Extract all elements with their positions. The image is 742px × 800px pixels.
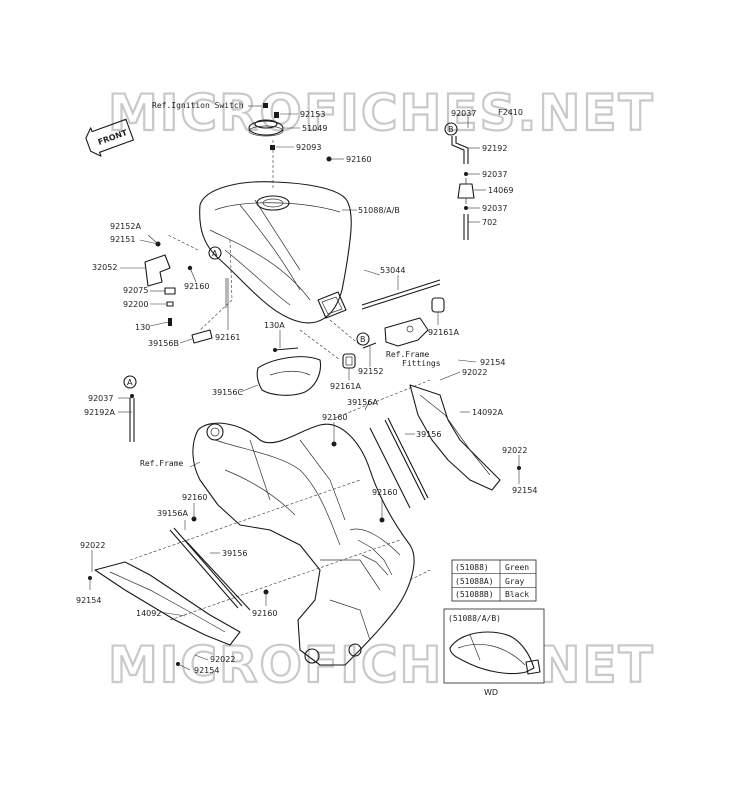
label-92154-left: 92154 bbox=[76, 596, 101, 605]
label-92200: 92200 bbox=[123, 300, 148, 309]
label-92037-bottom: 92037 bbox=[482, 204, 507, 213]
fuel-cap bbox=[248, 103, 332, 162]
label-14069: 14069 bbox=[488, 186, 513, 195]
label-39156-right: 39156 bbox=[416, 430, 441, 439]
color-table-color-1: Gray bbox=[505, 577, 524, 586]
inset-tank-variant: (51088/A/B) WD bbox=[443, 608, 545, 697]
label-39156a-left: 39156A bbox=[157, 509, 188, 518]
label-92154-bottom: 92154 bbox=[194, 666, 219, 675]
color-table-color-2: Black bbox=[505, 590, 529, 599]
label-14092: 14092 bbox=[136, 609, 161, 618]
svg-text:A: A bbox=[127, 378, 133, 387]
label-ref-frame: Ref.Frame bbox=[140, 459, 184, 468]
label-ref-frame-fittings-1: Ref.Frame bbox=[386, 350, 430, 359]
label-92152a: 92152A bbox=[110, 222, 141, 231]
callout-a-left: A bbox=[123, 375, 137, 389]
label-92154-upper: 92154 bbox=[480, 358, 505, 367]
damper-92161a-left bbox=[342, 353, 356, 369]
fuel-tank bbox=[199, 181, 352, 324]
label-14092a: 14092A bbox=[472, 408, 503, 417]
inset-caption: WD bbox=[484, 688, 498, 697]
label-92037-left: 92037 bbox=[88, 394, 113, 403]
side-cover-14092 bbox=[88, 561, 241, 666]
svg-text:B: B bbox=[360, 335, 366, 344]
label-ref-ignition-switch: Ref.Ignition Switch bbox=[152, 101, 244, 110]
label-92160-frame-right: 92160 bbox=[372, 488, 397, 497]
label-92022-upper: 92022 bbox=[462, 368, 487, 377]
heat-shield-39156c bbox=[256, 356, 322, 396]
label-92161a-right: 92161A bbox=[428, 328, 459, 337]
label-92151: 92151 bbox=[110, 235, 135, 244]
label-92037-mid: 92037 bbox=[482, 170, 507, 179]
label-92160-frame-top: 92160 bbox=[322, 413, 347, 422]
label-92153: 92153 bbox=[300, 110, 325, 119]
callout-b-right: B bbox=[444, 122, 458, 136]
label-39156a-right: 39156A bbox=[347, 398, 378, 407]
label-92022-bottom: 92022 bbox=[210, 655, 235, 664]
label-130: 130 bbox=[135, 323, 150, 332]
label-702: 702 bbox=[482, 218, 497, 227]
label-92160-top: 92160 bbox=[346, 155, 371, 164]
label-39156c: 39156C bbox=[212, 388, 243, 397]
inset-title: (51088/A/B) bbox=[448, 614, 501, 623]
label-92160-frame-bottom: 92160 bbox=[252, 609, 277, 618]
label-92154-right: 92154 bbox=[512, 486, 537, 495]
label-92152: 92152 bbox=[358, 367, 383, 376]
label-92160-bracket: 92160 bbox=[184, 282, 209, 291]
callout-b-lower: B bbox=[356, 332, 370, 346]
figure-code: F2410 bbox=[498, 108, 523, 117]
label-92022-right: 92022 bbox=[502, 446, 527, 455]
label-92161: 92161 bbox=[215, 333, 240, 342]
label-51049: 51049 bbox=[302, 124, 327, 133]
label-92075: 92075 bbox=[123, 286, 148, 295]
label-130a: 130A bbox=[264, 321, 285, 330]
color-table-part-1: (51088A) bbox=[455, 577, 494, 586]
label-39156b: 39156B bbox=[148, 339, 179, 348]
color-table-part-0: (51088) bbox=[455, 563, 489, 572]
svg-text:A: A bbox=[212, 249, 218, 258]
color-table-color-0: Green bbox=[505, 563, 529, 572]
label-92192: 92192 bbox=[482, 144, 507, 153]
frame bbox=[191, 422, 415, 666]
label-92093: 92093 bbox=[296, 143, 321, 152]
watermark-top: MICROFICHES.NET bbox=[108, 84, 655, 142]
color-table-part-2: (51088B) bbox=[455, 590, 494, 599]
label-32052: 32052 bbox=[92, 263, 117, 272]
label-92037-top: 92037 bbox=[451, 109, 476, 118]
label-92161a-left: 92161A bbox=[330, 382, 361, 391]
label-ref-frame-fittings-2: Fittings bbox=[402, 359, 441, 368]
watermark-bottom: MICROFICHES.NET bbox=[108, 636, 655, 694]
label-92192a: 92192A bbox=[84, 408, 115, 417]
label-92160-frame-left: 92160 bbox=[182, 493, 207, 502]
svg-text:B: B bbox=[448, 125, 454, 134]
label-51088: 51088/A/B bbox=[358, 206, 400, 215]
callout-a-upper: A bbox=[208, 246, 222, 260]
vent-line-assembly bbox=[451, 136, 475, 240]
label-39156-left: 39156 bbox=[222, 549, 247, 558]
label-53044: 53044 bbox=[380, 266, 405, 275]
color-table: (51088) Green (51088A) Gray (51088B) Bla… bbox=[451, 559, 537, 602]
frame-fittings-bracket bbox=[384, 317, 429, 347]
damper-92161a-right bbox=[431, 297, 445, 313]
label-92022-left: 92022 bbox=[80, 541, 105, 550]
